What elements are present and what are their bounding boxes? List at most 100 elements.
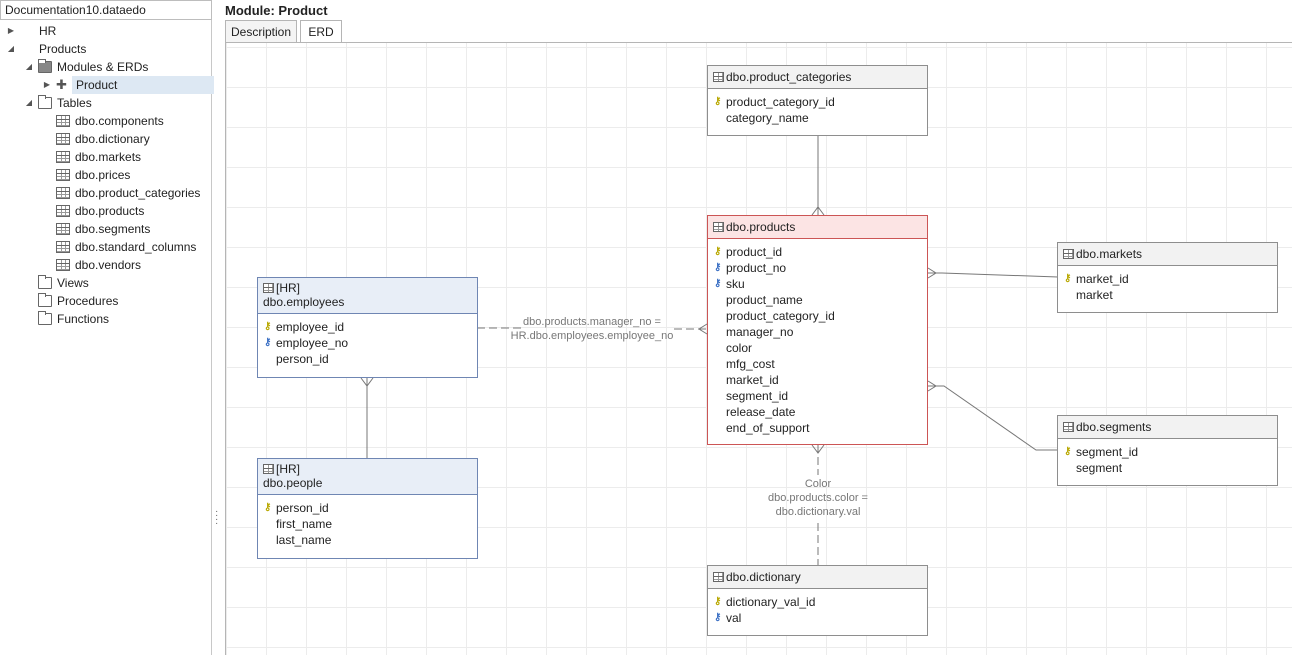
crowfoot-markets (927, 267, 937, 279)
expand-arrow-icon[interactable]: ▶ (43, 80, 51, 89)
tree-item-product[interactable]: ▶ ✚ Product (0, 76, 214, 94)
entity-schema: [HR] (276, 281, 300, 295)
tree-item-label: Product (72, 76, 214, 94)
expand-arrow-icon[interactable]: ▶ (7, 26, 15, 35)
entity-field[interactable]: end_of_support (708, 420, 927, 436)
field-name: person_id (276, 501, 329, 515)
table-icon (1063, 249, 1074, 259)
tree-item-procedures[interactable]: Procedures (0, 292, 211, 310)
entity-field[interactable]: last_name (258, 532, 477, 548)
entity-field[interactable]: manager_no (708, 324, 927, 340)
unique-key-icon: ⚷ (714, 262, 722, 273)
table-icon (713, 72, 724, 82)
entity-field[interactable]: color (708, 340, 927, 356)
entity-field[interactable]: product_category_id (708, 308, 927, 324)
entity-field[interactable]: ⚷employee_no (258, 335, 477, 351)
folder-icon (38, 275, 52, 289)
tree-item-markets[interactable]: dbo.markets (0, 148, 211, 166)
field-name: mfg_cost (726, 357, 775, 371)
entity-field[interactable]: ⚷person_id (258, 500, 477, 516)
tree-item-label: dbo.vendors (75, 258, 142, 272)
table-icon (263, 464, 274, 474)
tree-item-hr[interactable]: ▶HR (0, 22, 211, 40)
table-icon (56, 259, 70, 271)
entity-field[interactable]: first_name (258, 516, 477, 532)
entity-name: dbo.markets (1076, 247, 1143, 261)
field-name: release_date (726, 405, 796, 419)
tree-item-standard-columns[interactable]: dbo.standard_columns (0, 238, 211, 256)
collapse-arrow-icon[interactable]: ◢ (25, 62, 33, 71)
entity-field[interactable]: mfg_cost (708, 356, 927, 372)
entity-field[interactable]: ⚷segment_id (1058, 444, 1277, 460)
tree-item-views[interactable]: Views (0, 274, 211, 292)
entity-employees[interactable]: [HR]dbo.employees ⚷employee_id⚷employee_n… (257, 277, 478, 378)
entity-field[interactable]: ⚷val (708, 610, 927, 626)
entity-field[interactable]: segment_id (708, 388, 927, 404)
entity-schema: [HR] (276, 462, 300, 476)
entity-header: [HR]dbo.employees (258, 278, 477, 314)
primary-key-icon: ⚷ (714, 246, 722, 257)
panel-splitter[interactable]: ···· (215, 506, 219, 529)
unique-key-icon: ⚷ (714, 278, 722, 289)
table-icon (56, 205, 70, 217)
tree-item-dictionary[interactable]: dbo.dictionary (0, 130, 211, 148)
field-name: segment_id (726, 389, 789, 403)
collapse-arrow-icon[interactable]: ◢ (7, 44, 15, 53)
tree-item-functions[interactable]: Functions (0, 310, 211, 328)
field-name: product_category_id (726, 95, 835, 109)
entity-field[interactable]: release_date (708, 404, 927, 420)
tree-item-label: Views (57, 276, 89, 290)
entity-field[interactable]: ⚷product_category_id (708, 94, 927, 110)
repository-title[interactable]: Documentation10.dataedo (0, 0, 212, 20)
tab-erd[interactable]: ERD (300, 20, 342, 44)
erd-canvas[interactable]: dbo.products.manager_no = HR.dbo.employe… (225, 43, 1292, 655)
entity-field[interactable]: ⚷dictionary_val_id (708, 594, 927, 610)
tree-item-label: dbo.product_categories (75, 186, 201, 200)
tree-item-segments[interactable]: dbo.segments (0, 220, 211, 238)
tree-item-product-categories[interactable]: dbo.product_categories (0, 184, 211, 202)
module-icon (38, 59, 52, 73)
field-name: end_of_support (726, 421, 810, 435)
tree-item-prices[interactable]: dbo.prices (0, 166, 211, 184)
field-name: last_name (276, 533, 332, 547)
tree-item-label: dbo.prices (75, 168, 131, 182)
puzzle-icon: ✚ (56, 77, 67, 92)
entity-field[interactable]: person_id (258, 351, 477, 367)
entity-field[interactable]: market (1058, 287, 1277, 303)
tree-item-products[interactable]: ◢Products (0, 40, 211, 58)
tree-item-vendors[interactable]: dbo.vendors (0, 256, 211, 274)
entity-field[interactable]: ⚷market_id (1058, 271, 1277, 287)
entity-name: dbo.segments (1076, 420, 1152, 434)
entity-dictionary[interactable]: dbo.dictionary⚷dictionary_val_id⚷val (707, 565, 928, 636)
entity-header: [HR]dbo.people (258, 459, 477, 495)
tree-item-components[interactable]: dbo.components (0, 112, 211, 130)
entity-field[interactable]: ⚷product_id (708, 244, 927, 260)
field-name: manager_no (726, 325, 794, 339)
entity-field[interactable]: market_id (708, 372, 927, 388)
crowfoot-categories (811, 206, 825, 216)
entity-product-categories[interactable]: dbo.product_categories⚷product_category_… (707, 65, 928, 136)
entity-field[interactable]: product_name (708, 292, 927, 308)
table-icon (56, 133, 70, 145)
crowfoot-segments (927, 380, 937, 392)
entity-header: dbo.dictionary (708, 566, 927, 589)
tree-item-label: Tables (57, 96, 92, 110)
entity-field[interactable]: category_name (708, 110, 927, 126)
tree-item-products-table[interactable]: dbo.products (0, 202, 211, 220)
entity-field[interactable]: segment (1058, 460, 1277, 476)
tree-item-modules-erds[interactable]: ◢Modules & ERDs (0, 58, 211, 76)
entity-field[interactable]: ⚷product_no (708, 260, 927, 276)
field-name: segment (1076, 461, 1123, 475)
unique-key-icon: ⚷ (714, 612, 722, 623)
field-name: dictionary_val_id (726, 595, 816, 609)
tab-description[interactable]: Description (225, 20, 297, 43)
relation-label-manager: dbo.products.manager_no = HR.dbo.employe… (510, 316, 674, 342)
tree-item-tables[interactable]: ◢ Tables (0, 94, 211, 112)
entity-field[interactable]: ⚷sku (708, 276, 927, 292)
collapse-arrow-icon[interactable]: ◢ (25, 98, 33, 107)
entity-field[interactable]: ⚷employee_id (258, 319, 477, 335)
